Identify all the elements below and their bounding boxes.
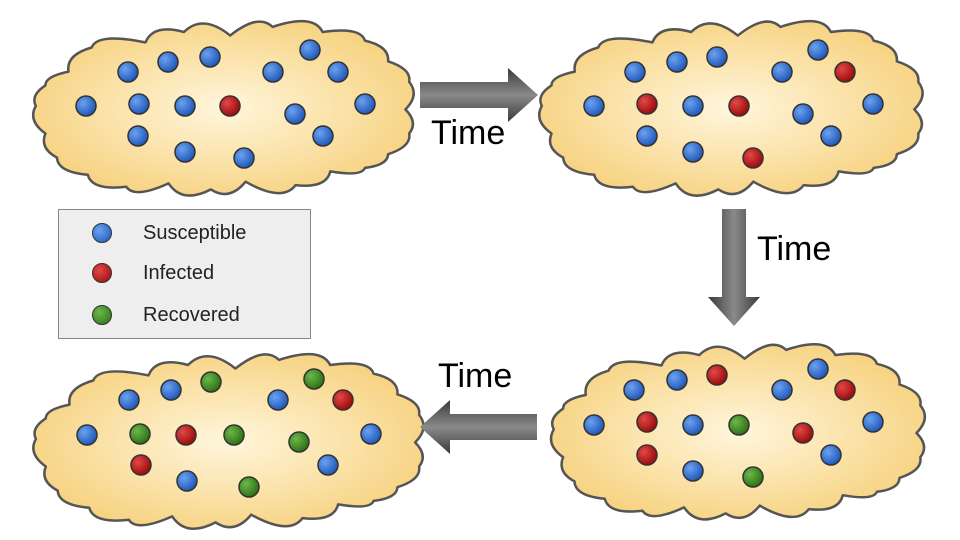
legend-label-recovered: Recovered	[143, 304, 240, 326]
susceptible-individual	[666, 369, 688, 391]
susceptible-individual	[682, 460, 704, 482]
susceptible-individual	[157, 51, 179, 73]
recovered-individual	[238, 476, 260, 498]
susceptible-individual	[127, 125, 149, 147]
time-arrow-right	[420, 68, 538, 122]
susceptible-individual	[267, 389, 289, 411]
individuals-stage-1	[75, 39, 376, 169]
susceptible-individual	[771, 61, 793, 83]
infected-individual	[130, 454, 152, 476]
susceptible-individual	[327, 61, 349, 83]
legend-item-susceptible: Susceptible	[59, 216, 310, 246]
recovered-dot-icon	[92, 305, 112, 325]
legend-label-infected: Infected	[143, 262, 215, 284]
infected-individual	[636, 411, 658, 433]
legend-item-infected: Infected	[59, 256, 310, 286]
susceptible-individual	[862, 93, 884, 115]
recovered-individual	[303, 368, 325, 390]
susceptible-individual	[792, 103, 814, 125]
recovered-individual	[129, 423, 151, 445]
susceptible-individual	[317, 454, 339, 476]
infected-individual	[792, 422, 814, 444]
susceptible-individual	[174, 95, 196, 117]
infected-individual	[636, 444, 658, 466]
time-arrow-down	[708, 209, 760, 326]
susceptible-individual	[771, 379, 793, 401]
susceptible-individual	[682, 414, 704, 436]
susceptible-individual	[75, 95, 97, 117]
recovered-individual	[288, 431, 310, 453]
susceptible-individual	[118, 389, 140, 411]
time-label-bottom: Time	[438, 357, 513, 395]
susceptible-individual	[199, 46, 221, 68]
susceptible-individual	[299, 39, 321, 61]
infected-individual	[834, 379, 856, 401]
susceptible-individual	[807, 39, 829, 61]
legend-item-recovered: Recovered	[59, 298, 310, 328]
susceptible-individual	[583, 95, 605, 117]
infected-individual	[834, 61, 856, 83]
susceptible-individual	[636, 125, 658, 147]
susceptible-individual	[623, 379, 645, 401]
susceptible-individual	[820, 125, 842, 147]
recovered-individual	[223, 424, 245, 446]
infected-dot-icon	[92, 263, 112, 283]
infected-individual	[332, 389, 354, 411]
infected-individual	[742, 147, 764, 169]
susceptible-individual	[360, 423, 382, 445]
infected-individual	[636, 93, 658, 115]
recovered-individual	[742, 466, 764, 488]
individuals-stage-2	[583, 39, 884, 169]
susceptible-individual	[76, 424, 98, 446]
individuals-stage-3	[583, 358, 884, 488]
legend-label-susceptible: Susceptible	[143, 222, 247, 244]
susceptible-individual	[284, 103, 306, 125]
susceptible-individual	[682, 95, 704, 117]
infected-individual	[219, 95, 241, 117]
susceptible-individual	[583, 414, 605, 436]
susceptible-individual	[682, 141, 704, 163]
infected-individual	[175, 424, 197, 446]
recovered-individual	[728, 414, 750, 436]
time-label-top: Time	[431, 114, 506, 152]
recovered-individual	[200, 371, 222, 393]
legend: Susceptible Infected Recovered	[58, 209, 311, 339]
time-label-right: Time	[757, 230, 832, 268]
infected-individual	[728, 95, 750, 117]
susceptible-individual	[176, 470, 198, 492]
susceptible-individual	[820, 444, 842, 466]
susceptible-dot-icon	[92, 223, 112, 243]
infected-individual	[706, 364, 728, 386]
individuals-stage-4	[76, 368, 382, 498]
susceptible-individual	[624, 61, 646, 83]
susceptible-individual	[354, 93, 376, 115]
susceptible-individual	[117, 61, 139, 83]
susceptible-individual	[128, 93, 150, 115]
susceptible-individual	[160, 379, 182, 401]
time-arrow-left	[420, 400, 537, 454]
susceptible-individual	[862, 411, 884, 433]
susceptible-individual	[262, 61, 284, 83]
susceptible-individual	[312, 125, 334, 147]
susceptible-individual	[706, 46, 728, 68]
susceptible-individual	[807, 358, 829, 380]
susceptible-individual	[174, 141, 196, 163]
susceptible-individual	[233, 147, 255, 169]
susceptible-individual	[666, 51, 688, 73]
